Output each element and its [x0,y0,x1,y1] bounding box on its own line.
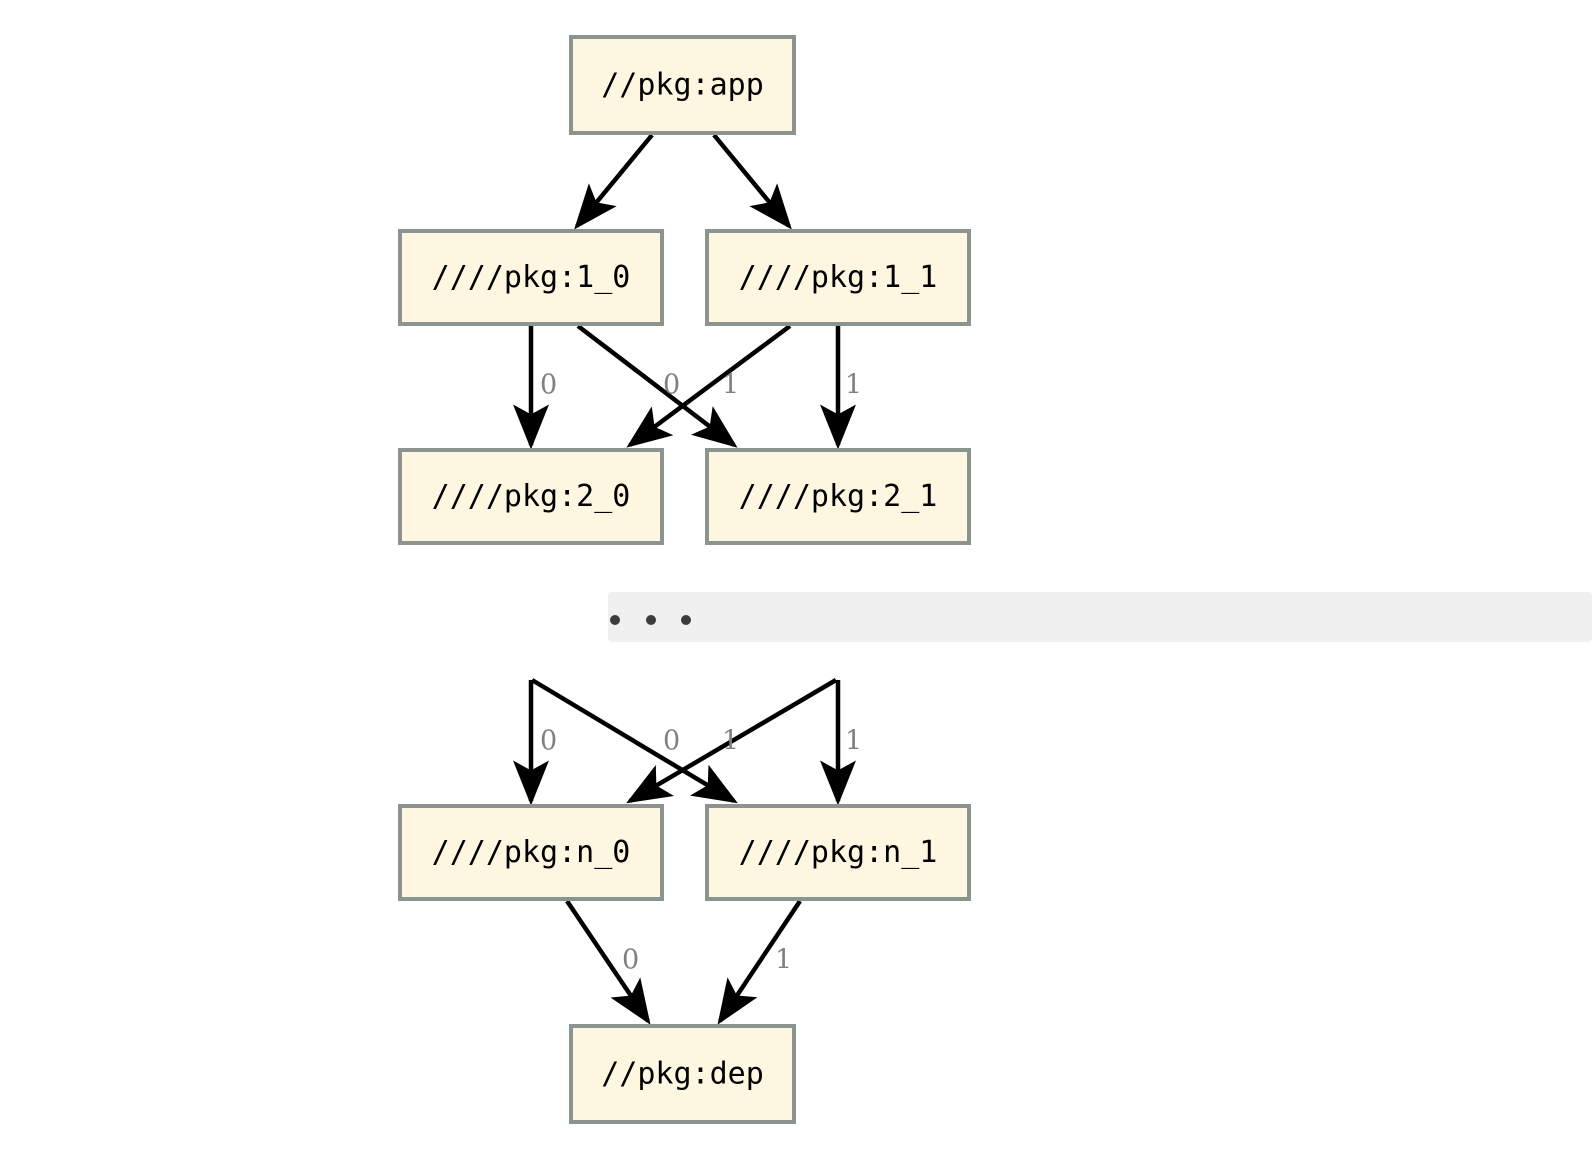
edge-label-elided-to-n_1b: 1 [845,726,862,757]
node-box-ln_1[interactable] [705,804,971,901]
edge-label-elided-to-n_1: 0 [663,726,680,757]
graph-edge-labels: 0 0 1 1 0 0 1 1 0 1 [540,370,862,976]
node-label-ln_0: ////pkg:n_0 [432,835,631,870]
edge-elided-to-n_1 [530,678,738,804]
node-box-app[interactable] [569,35,796,135]
edge-label-elided-to-n_0: 0 [540,726,557,757]
node-label-app: //pkg:app [601,68,764,103]
node-label-ln_1: ////pkg:n_1 [739,835,938,870]
edge-label-1_1-to-2_0: 1 [722,370,739,401]
edge-1_0-to-2_1 [576,324,738,448]
ellipsis-dot-0 [610,615,620,625]
edge-label-n_1-to-dep: 1 [775,945,792,976]
elided-band [608,592,1592,642]
edge-app-to-1_1 [712,133,792,230]
graph-edges [513,133,856,1025]
node-box-l1_0[interactable] [398,229,664,326]
edge-label-elided-to-n_0b: 1 [722,726,739,757]
edge-n_1-to-dep [717,899,802,1025]
node-label-l1_1: ////pkg:1_1 [739,260,938,295]
node-box-l1_1[interactable] [705,229,971,326]
ellipsis-dot-2 [681,615,691,625]
edge-label-1_0-to-2_0: 0 [540,370,557,401]
graph-nodes: //pkg:app ////pkg:1_0 ////pkg:1_1 ////pkg:2… [398,35,971,1124]
edge-n_0-to-dep [565,899,651,1025]
node-box-dep[interactable] [569,1024,796,1124]
elided-section-band [608,592,1592,642]
node-box-l2_0[interactable] [398,448,664,545]
node-box-ln_0[interactable] [398,804,664,901]
node-label-l2_0: ////pkg:2_0 [432,479,631,514]
edge-label-1_0-to-2_1: 0 [663,370,680,401]
node-label-dep: //pkg:dep [601,1057,764,1092]
edge-app-to-1_0 [574,133,654,230]
node-label-l1_0: ////pkg:1_0 [432,260,631,295]
edge-elided-to-n_0b [626,678,838,804]
edge-label-n_0-to-dep: 0 [622,945,639,976]
node-box-l2_1[interactable] [705,448,971,545]
edge-1_1-to-2_0 [626,324,792,448]
edge-label-1_1-to-2_1: 1 [845,370,862,401]
node-label-l2_1: ////pkg:2_1 [739,479,938,514]
ellipsis-dot-1 [646,615,656,625]
